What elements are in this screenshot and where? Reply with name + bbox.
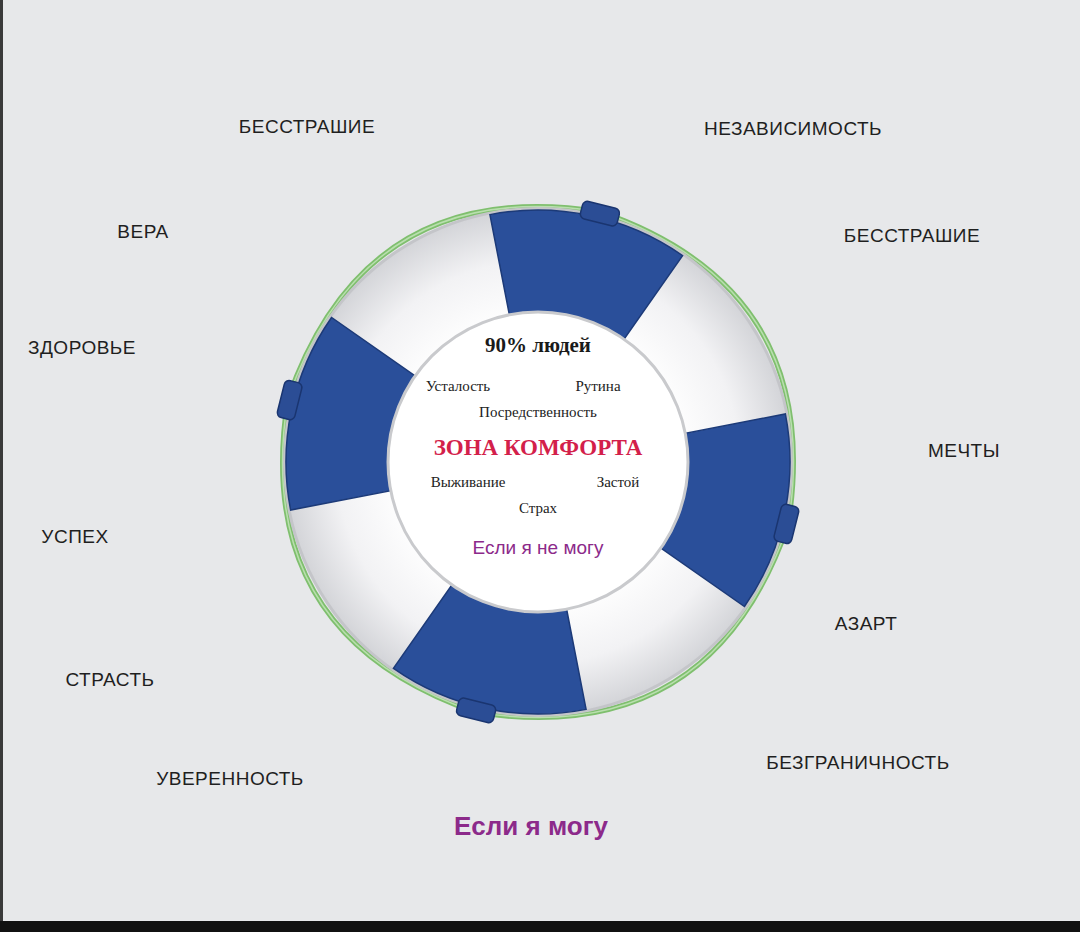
- value-word: НЕЗАВИСИМОСТЬ: [704, 118, 882, 140]
- value-word: БЕССТРАШИЕ: [239, 116, 375, 138]
- inner-caption: Если я не могу: [473, 537, 604, 559]
- ring-hole: [388, 312, 688, 612]
- value-word: УСПЕХ: [41, 526, 108, 548]
- value-word: УВЕРЕННОСТЬ: [156, 768, 304, 790]
- value-word: АЗАРТ: [835, 613, 898, 635]
- ring-drawing: [268, 192, 808, 732]
- outer-caption: Если я могу: [454, 811, 608, 842]
- rope-handle: [455, 697, 496, 724]
- zone-title: ЗОНА КОМФОРТА: [434, 435, 643, 461]
- ring-shadow: [283, 207, 793, 717]
- rope-handle: [579, 200, 620, 227]
- state-word: Посредственность: [479, 404, 597, 421]
- edge-line: [0, 0, 3, 932]
- rope-handle: [773, 503, 800, 544]
- state-word: Выживание: [431, 474, 506, 491]
- ring-hole-inner: [392, 316, 684, 608]
- rope-highlight: [282, 206, 793, 717]
- value-word: БЕССТРАШИЕ: [844, 225, 980, 247]
- rope-handle: [276, 379, 303, 420]
- state-word: Рутина: [575, 378, 620, 395]
- value-word: БЕЗГРАНИЧНОСТЬ: [766, 752, 949, 774]
- state-word: Застой: [597, 474, 640, 491]
- state-word: Усталость: [426, 378, 490, 395]
- heading: 90% людей: [485, 333, 591, 358]
- value-word: ВЕРА: [117, 221, 168, 243]
- state-word: Страх: [519, 500, 557, 517]
- value-word: ЗДОРОВЬЕ: [28, 337, 136, 359]
- rope: [282, 206, 793, 717]
- life-ring: 90% людейУсталость РутинаПосредственность…: [268, 192, 808, 732]
- value-word: СТРАСТЬ: [65, 669, 154, 691]
- ring-body: [286, 210, 790, 714]
- bottom-bar: [0, 921, 1080, 932]
- value-word: МЕЧТЫ: [928, 440, 1000, 462]
